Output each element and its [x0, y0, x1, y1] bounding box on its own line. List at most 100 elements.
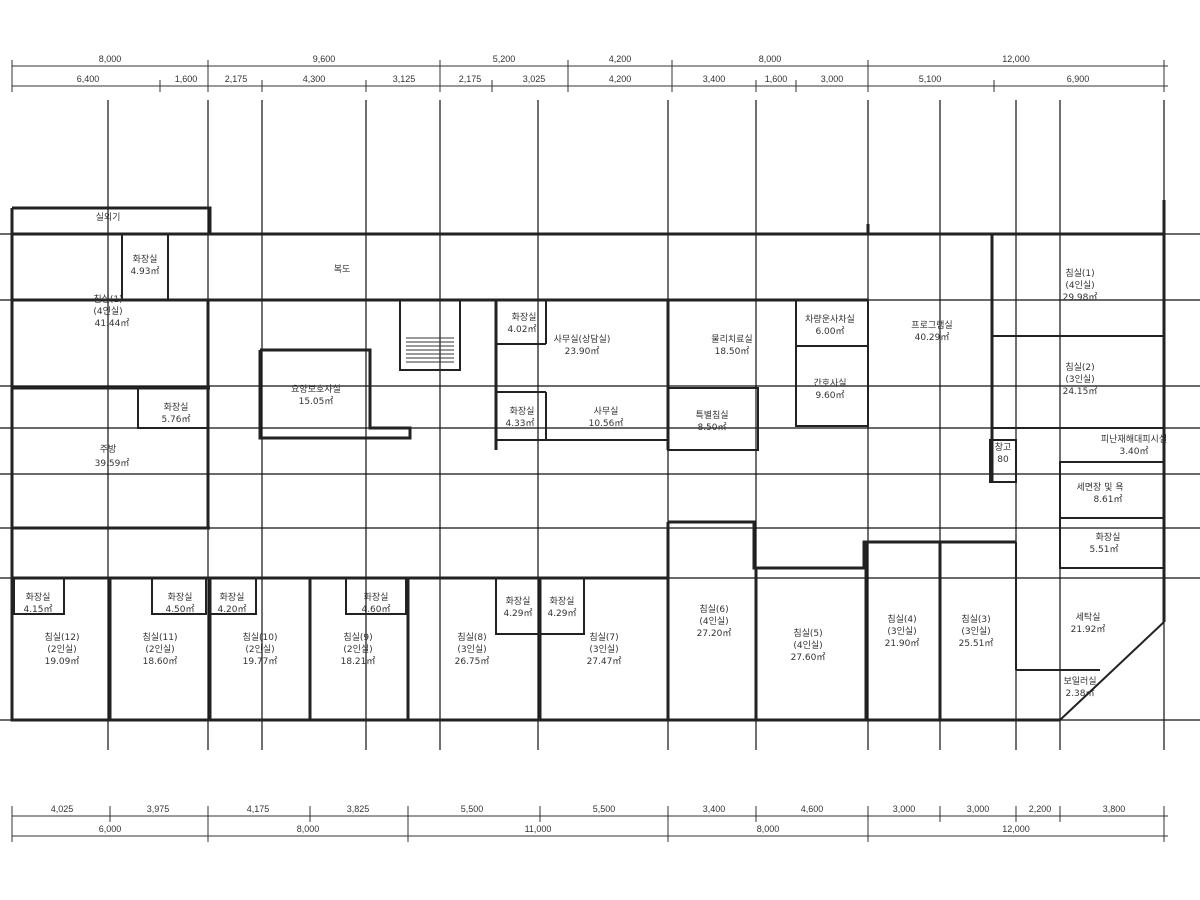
room-cap: (4인실)	[699, 616, 728, 627]
room-area: 4.29㎡	[503, 608, 532, 619]
top-dimension-lines	[11, 60, 1168, 92]
room-name: 요양보호사실	[291, 384, 341, 395]
room-area: 10.56㎡	[589, 418, 624, 429]
room-cap: (2인실)	[145, 644, 174, 655]
dim-label: 2,175	[225, 74, 248, 84]
room-labels: 실외기 복도 화장실 4.93㎡ 침실(1) (4인실) 41.44㎡ 화장실 …	[23, 211, 1167, 699]
room-name: 침실(7)	[589, 632, 618, 643]
dim-label: 12,000	[1002, 54, 1030, 64]
room-area: 4.15㎡	[23, 604, 52, 615]
room-name: 주방	[100, 444, 117, 455]
room-area: 29.98㎡	[1063, 292, 1098, 303]
room-area: 5.76㎡	[161, 414, 190, 425]
room-name: 화장실	[510, 406, 535, 417]
room-area: 4.02㎡	[507, 324, 536, 335]
room-area: 18.50㎡	[715, 346, 750, 357]
dim-label: 3,825	[347, 804, 370, 814]
room-area: 25.51㎡	[959, 638, 994, 649]
dim-label: 4,300	[303, 74, 326, 84]
dim-label: 11,000	[525, 824, 552, 834]
room-name: 침실(11)	[142, 632, 177, 643]
room-cap: (2인실)	[47, 644, 76, 655]
room-name: 침실(2)	[1065, 362, 1094, 373]
room-name: 차량운사차실	[805, 313, 855, 325]
room-area: 4.93㎡	[130, 266, 159, 277]
room-name: 프로그램실	[911, 319, 952, 331]
dim-label: 3,000	[967, 804, 990, 814]
dim-label: 4,600	[801, 804, 824, 814]
dim-label: 5,500	[593, 804, 616, 814]
room-name: 침실(3)	[961, 614, 990, 625]
room-area: 5.51㎡	[1089, 544, 1118, 555]
room-area: 39.59㎡	[95, 458, 130, 469]
room-name: 화장실	[1096, 532, 1121, 543]
room-area: 4.33㎡	[505, 418, 534, 429]
room-area: 4.20㎡	[217, 604, 246, 615]
dim-label: 6,900	[1067, 74, 1090, 84]
room-cap: (3인실)	[457, 644, 486, 655]
bottom-dimension-lines	[11, 806, 1168, 842]
dim-label: 3,000	[893, 804, 916, 814]
room-name: 보일러실	[1063, 676, 1096, 687]
room-area: 8.61㎡	[1093, 494, 1122, 505]
room-name: 침실(10)	[242, 632, 277, 643]
dim-label: 1,600	[765, 74, 788, 84]
room-name: 화장실	[164, 402, 189, 413]
room-name: 화장실	[133, 254, 158, 265]
room-area: 9.60㎡	[815, 390, 844, 401]
top-minor-dims: 6,400 1,600 2,175 4,300 3,125 2,175 3,02…	[77, 74, 1090, 84]
dim-label: 5,100	[919, 74, 942, 84]
room-area: 19.77㎡	[243, 656, 278, 667]
room-corridor: 복도	[334, 264, 351, 275]
dim-label: 6,400	[77, 74, 100, 84]
bottom-minor-dims: 4,025 3,975 4,175 3,825 5,500 5,500 3,40…	[51, 804, 1126, 814]
room-name: 침실(1)	[1065, 268, 1094, 279]
dim-label: 3,975	[147, 804, 170, 814]
room-name: 창고	[995, 442, 1012, 453]
dim-label: 5,500	[461, 804, 484, 814]
dim-label: 3,400	[703, 804, 726, 814]
room-cap: (3인실)	[589, 644, 618, 655]
room-area: 18.60㎡	[143, 656, 178, 667]
room-outdoor-unit: 실외기	[96, 211, 121, 223]
room-area: 40.29㎡	[915, 332, 950, 343]
dim-label: 5,200	[493, 54, 516, 64]
dim-label: 3,800	[1103, 804, 1126, 814]
room-area: 27.20㎡	[697, 628, 732, 639]
dim-label: 8,000	[297, 824, 320, 834]
room-area: 18.21㎡	[341, 656, 376, 667]
room-area: 41.44㎡	[95, 318, 130, 329]
room-area: 24.15㎡	[1063, 386, 1098, 397]
room-area: 21.90㎡	[885, 638, 920, 649]
room-area: 4.50㎡	[165, 604, 194, 615]
room-name: 세면장 및 욕	[1076, 481, 1123, 493]
room-cap: (2인실)	[343, 644, 372, 655]
room-cap: (4인실)	[93, 306, 122, 317]
room-name: 화장실	[26, 592, 51, 603]
dim-label: 2,200	[1029, 804, 1052, 814]
dim-label: 3,000	[821, 74, 844, 84]
room-area: 8.50㎡	[697, 422, 726, 433]
room-name: 침실(4)	[887, 614, 916, 625]
room-name: 화장실	[550, 596, 575, 607]
dim-label: 9,600	[313, 54, 336, 64]
room-name: 세탁실	[1076, 611, 1101, 623]
dim-label: 3,400	[703, 74, 726, 84]
room-name: 화장실	[506, 596, 531, 607]
room-area: 4.29㎡	[547, 608, 576, 619]
dim-label: 2,175	[459, 74, 482, 84]
walls	[10, 200, 1166, 722]
room-area: 4.60㎡	[361, 604, 390, 615]
room-name: 화장실	[220, 592, 245, 603]
room-area: 27.60㎡	[791, 652, 826, 663]
room-cap: (4인실)	[793, 640, 822, 651]
room-name: 사무실	[594, 406, 619, 417]
room-name: 침실(5)	[793, 628, 822, 639]
room-name: 화장실	[364, 592, 389, 603]
room-area: 26.75㎡	[455, 656, 490, 667]
dim-label: 3,125	[393, 74, 416, 84]
room-name: 간호사실	[813, 378, 846, 389]
dim-label: 12,000	[1002, 824, 1030, 834]
room-cap: (4인실)	[1065, 280, 1094, 291]
room-name: 침실(8)	[457, 632, 486, 643]
